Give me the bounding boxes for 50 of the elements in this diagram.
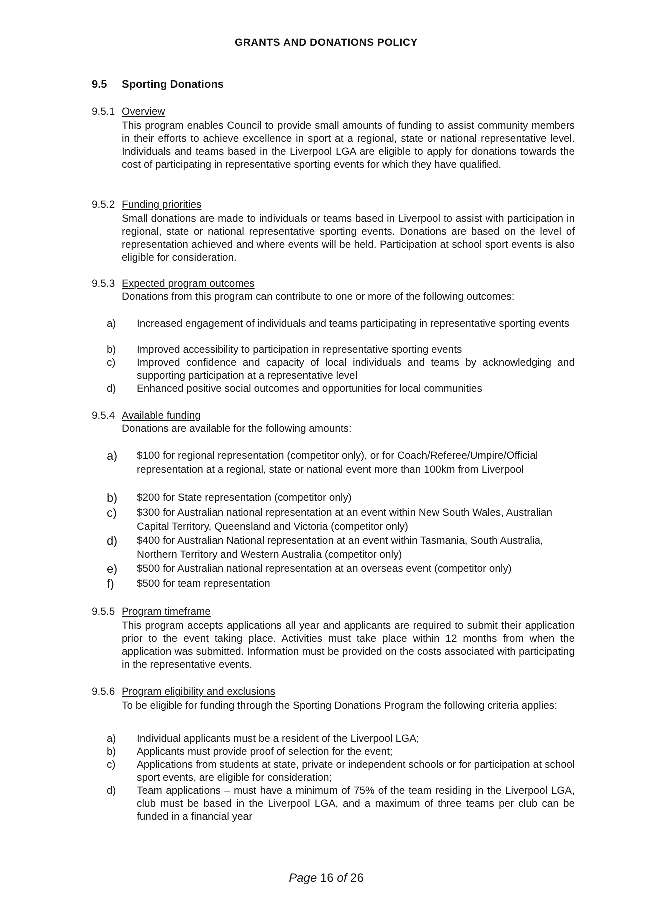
section-number: 9.5 bbox=[92, 79, 108, 92]
list-marker: d) bbox=[107, 535, 118, 548]
list-marker: d) bbox=[107, 383, 116, 396]
paragraph: This program enables Council to provide small amounts of funding to assist community members in their efforts to achieve excellence in sport at a regional, state or national representative level. Individuals and teams based in the Liverpool LGA are eligible to apply for donations towards the cost of participating in representative sporting events for which they have qualified. bbox=[122, 120, 575, 172]
list-marker: f) bbox=[107, 578, 114, 591]
section-heading: Available funding bbox=[122, 410, 201, 423]
section-number: 9.5.4 bbox=[92, 410, 116, 423]
list-marker: c) bbox=[107, 507, 117, 520]
section-heading: Program timeframe bbox=[122, 606, 211, 619]
list-marker: c) bbox=[107, 759, 116, 772]
list-marker: c) bbox=[107, 357, 116, 370]
list-marker: a) bbox=[107, 733, 116, 746]
paragraph: Small donations are made to individuals or teams based in Liverpool to assist with participation in regional, state or national representative sporting events. Donations are based on the level of representation achieved and where events will be held. Participation at school sport events is also eligible for consideration. bbox=[122, 213, 575, 265]
list-item: $500 for Australian national representation at an overseas event (competitor only) bbox=[137, 563, 513, 576]
section-heading: Sporting Donations bbox=[122, 79, 224, 92]
section-heading: Expected program outcomes bbox=[122, 278, 255, 291]
list-item: Improved confidence and capacity of local individuals and teams by acknowledging and supporting participation at a representative level bbox=[137, 357, 575, 383]
list-marker: e) bbox=[107, 563, 118, 576]
paragraph: Donations are available for the following amounts: bbox=[122, 423, 353, 436]
paragraph: To be eligible for funding through the Sporting Donations Program the following criteria applies: bbox=[122, 700, 559, 713]
list-marker: a) bbox=[107, 450, 118, 463]
section-number: 9.5.5 bbox=[92, 606, 116, 619]
list-marker: b) bbox=[107, 746, 116, 759]
paragraph: This program accepts applications all year and applicants are required to submit their application prior to the event taking place. Activities must take place within 12 months from when the application was submitted. Information must be provided on the costs associated with participating in the representative events. bbox=[122, 620, 575, 672]
list-item: $100 for regional representation (competitor only), or for Coach/Referee/Umpire/Official representation at a regional, state or national event more than 100km from Liverpool bbox=[137, 450, 540, 477]
list-item: $400 for Australian National representation at an event within Tasmania, South Australia, Northern Territory and Western Australia (competitor only) bbox=[137, 535, 544, 562]
list-item: Enhanced positive social outcomes and opportunities for local communities bbox=[137, 383, 484, 396]
list-item: Applicants must provide proof of selection for the event; bbox=[137, 746, 394, 759]
section-number: 9.5.3 bbox=[92, 278, 116, 291]
list-marker: b) bbox=[107, 492, 118, 505]
page-header: GRANTS AND DONATIONS POLICY bbox=[234, 37, 419, 50]
list-item: $300 for Australian national representation at an event within New South Wales, Australian Capital Territory, Queensland and Victoria (competitor only) bbox=[137, 507, 554, 534]
list-item: Improved accessibility to participation in representative sporting events bbox=[137, 344, 464, 357]
list-item: Applications from students at state, private or independent schools or for participation at school sport events, are eligible for consideration; bbox=[137, 759, 575, 785]
section-number: 9.5.2 bbox=[92, 199, 116, 212]
list-marker: d) bbox=[107, 785, 116, 798]
list-item: $200 for State representation (competitor only) bbox=[137, 492, 353, 506]
list-marker: b) bbox=[107, 344, 116, 357]
list-item: $500 for team representation bbox=[137, 578, 272, 592]
paragraph: Donations from this program can contribute to one or more of the following outcomes: bbox=[122, 291, 516, 304]
section-heading: Overview bbox=[122, 106, 166, 119]
section-heading: Funding priorities bbox=[122, 199, 202, 212]
list-marker: a) bbox=[107, 318, 116, 331]
section-number: 9.5.6 bbox=[92, 686, 116, 699]
section-heading: Program eligibility and exclusions bbox=[122, 686, 276, 699]
list-item: Increased engagement of individuals and teams participating in representative sporting events bbox=[137, 318, 571, 331]
section-number: 9.5.1 bbox=[92, 106, 116, 119]
page-number: Page 16 of 26 bbox=[288, 871, 365, 885]
list-item: Individual applicants must be a resident of the Liverpool LGA; bbox=[137, 733, 420, 746]
list-item: Team applications – must have a minimum of 75% of the team residing in the Liverpool LGA, club must be based in the Liverpool LGA, and a maximum of three teams per club can be funded in a financial year bbox=[137, 785, 575, 824]
